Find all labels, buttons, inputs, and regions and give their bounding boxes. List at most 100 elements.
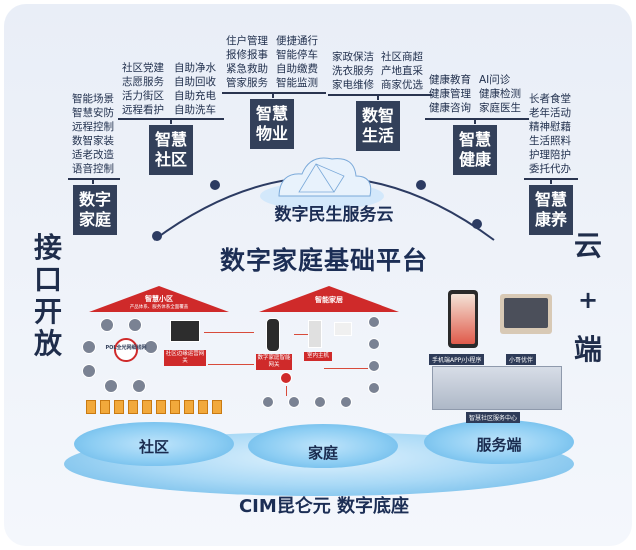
display-screen — [504, 298, 548, 328]
meter-strip — [114, 400, 124, 414]
wire — [208, 364, 254, 365]
arc-node — [210, 180, 220, 190]
side-label-open-api: 接口开放 — [33, 231, 62, 360]
home-gateway-label: 数字家庭智能网关 — [256, 354, 292, 370]
community-roof-sub: 产品体系、服务体系全面覆盖 — [129, 305, 189, 310]
tick — [92, 178, 94, 184]
home-item: 智慧安防 — [72, 107, 114, 119]
underline — [425, 118, 529, 120]
underline — [222, 92, 326, 94]
device-icon — [132, 379, 146, 393]
meter-strip — [184, 400, 194, 414]
category-tag-health: 智慧健康 — [453, 125, 497, 175]
tick — [170, 118, 172, 124]
base-label-community: 社区 — [138, 438, 169, 456]
home-items: 智能场景 智慧安防 远程控制 数智家装 适老改造 语音控制 — [72, 92, 114, 176]
health-items-right: AI问诊 健康检测 家庭医生 — [479, 74, 521, 114]
home-item: 智能场景 — [72, 93, 114, 105]
pol-hub — [114, 338, 138, 362]
arc-node — [152, 231, 162, 241]
device-label: 小哥优伴 — [506, 354, 537, 365]
platform-title: 数字家庭基础平台 — [219, 246, 428, 275]
device-icon — [368, 360, 380, 372]
panel-icon — [308, 320, 322, 348]
category-tag-life: 数智生活 — [356, 101, 400, 151]
home-roof-label: 智能家居 — [315, 296, 343, 304]
diagram-frame: 智能场景 智慧安防 远程控制 数智家装 适老改造 语音控制 数字家庭 社区党建 … — [4, 4, 632, 546]
device-icon — [368, 338, 380, 350]
category-tag-community: 智慧社区 — [149, 125, 193, 175]
screen-icon — [334, 322, 352, 336]
device-icon — [314, 396, 326, 408]
side-label-cloud: 云 — [573, 229, 602, 262]
device-icon — [368, 316, 380, 328]
cloud-icon — [260, 157, 384, 210]
side-label-end: 端 — [573, 333, 602, 366]
meter-strip — [142, 400, 152, 414]
service-disc — [424, 420, 574, 464]
service-center-photo — [432, 366, 562, 410]
health-items-left: 健康教育 健康管理 健康咨询 — [429, 74, 471, 114]
life-items-left: 家政保洁 洗衣服务 家电维修 — [332, 51, 374, 91]
device-icon — [104, 379, 118, 393]
property-items-left: 住户管理 报修报事 紧急救助 管家服务 — [226, 35, 268, 89]
community-items-left: 社区党建 志愿服务 活力街区 远程看护 — [122, 62, 164, 116]
meter-strip — [86, 400, 96, 414]
home-item: 数智家装 — [72, 135, 114, 147]
device-icon — [288, 396, 300, 408]
device-icon — [128, 318, 142, 332]
wire — [294, 334, 308, 335]
underline — [328, 94, 432, 96]
arc-node — [416, 180, 426, 190]
device-icon — [340, 396, 352, 408]
globe-icon — [280, 372, 292, 384]
pol-label: POL全光网细线网 — [105, 345, 147, 351]
property-items-right: 便捷通行 智能停车 自助缴费 智能监测 — [276, 35, 318, 89]
community-roof — [89, 286, 229, 312]
category-tag-property: 智慧物业 — [250, 99, 294, 149]
speaker-icon — [266, 318, 280, 352]
underline — [68, 178, 120, 180]
category-tag-elderly: 智慧康养 — [529, 185, 573, 235]
meter-strip — [156, 400, 166, 414]
meter-strip — [198, 400, 208, 414]
base-label-service: 服务端 — [476, 436, 522, 454]
life-items-right: 社区商超 产地直采 商家优选 — [381, 51, 423, 91]
tick — [377, 94, 379, 100]
cloud-title: 数字民生服务云 — [274, 205, 394, 225]
community-roof-label: 智慧小区 — [145, 295, 173, 303]
home-item: 远程控制 — [72, 121, 114, 133]
category-tag-home: 数字家庭 — [73, 185, 117, 235]
device-icon — [82, 340, 96, 354]
tick — [550, 178, 552, 184]
device-icon — [100, 318, 114, 332]
tick — [474, 118, 476, 124]
gateway-label: 社区边缘运营网关 — [164, 350, 206, 366]
home-roof — [259, 286, 399, 312]
device-icon — [144, 340, 158, 354]
arc-node — [472, 219, 482, 229]
app-label: 手机端APP/小程序 — [429, 354, 485, 365]
side-label-plus: + — [577, 286, 599, 314]
cloud-arc — [152, 157, 495, 241]
wire — [286, 386, 287, 396]
base-label-home: 家庭 — [307, 444, 338, 462]
device-icon — [262, 396, 274, 408]
home-host-label: 室内主机 — [304, 352, 332, 361]
wire — [204, 332, 254, 333]
home-item: 适老改造 — [72, 149, 114, 161]
meter-strip — [100, 400, 110, 414]
foundation-title: CIM昆仑元 数字底座 — [238, 496, 410, 517]
gateway-device — [170, 320, 200, 342]
device-icon — [368, 382, 380, 394]
meter-strip — [170, 400, 180, 414]
tick — [272, 92, 274, 98]
service-center-label: 智慧社区服务中心 — [466, 412, 521, 423]
device-icon — [82, 364, 96, 378]
meter-strip — [212, 400, 222, 414]
meter-strip — [128, 400, 138, 414]
home-disc — [248, 424, 398, 468]
elderly-items: 长者食堂 老年活动 精神慰藉 生活照料 护理陪护 委托代办 — [529, 93, 571, 175]
wire — [324, 368, 368, 369]
community-disc — [74, 422, 234, 466]
